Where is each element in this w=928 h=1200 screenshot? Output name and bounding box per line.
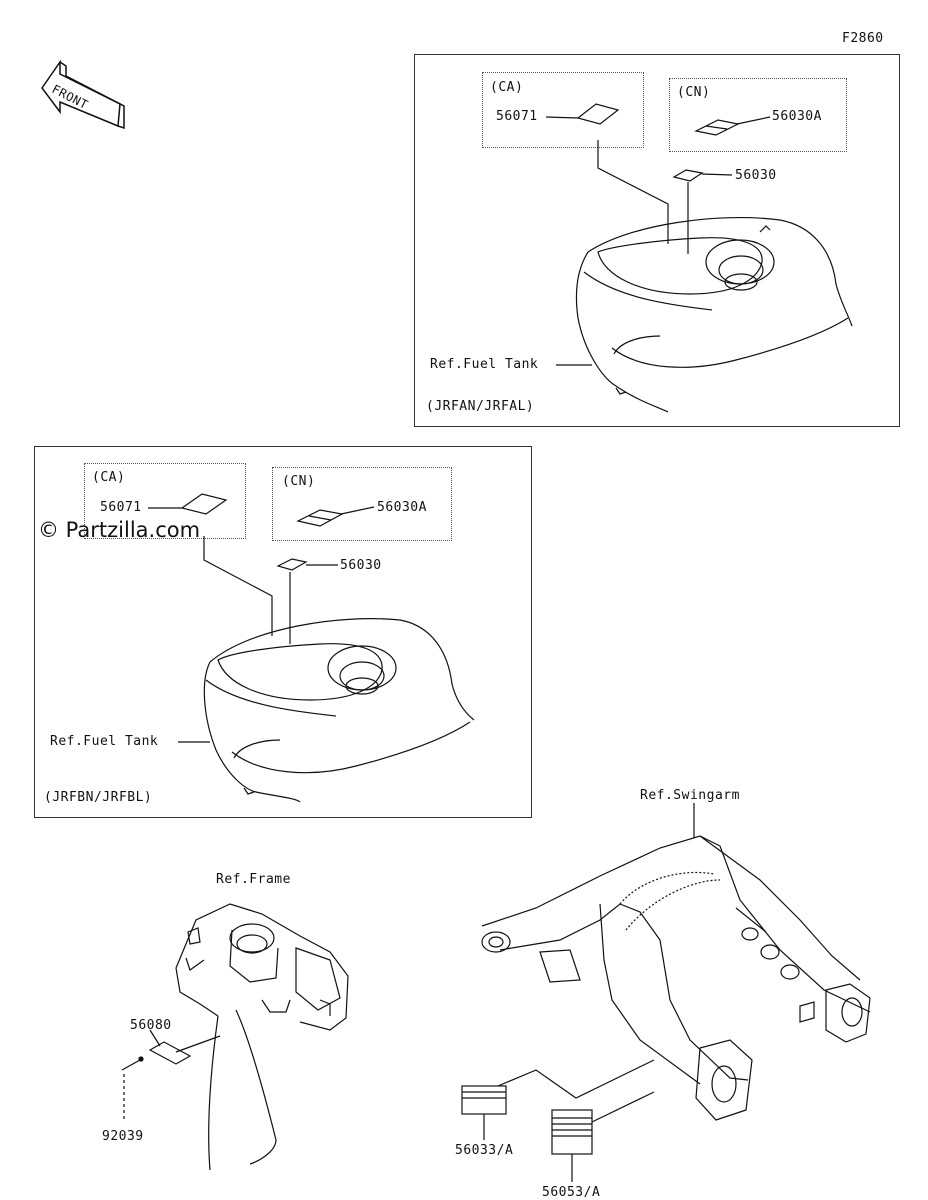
mid-part-56071: 56071 bbox=[100, 500, 142, 515]
mid-cn-label: (CN) bbox=[282, 474, 316, 489]
sticker-56033a-icon bbox=[461, 1059, 655, 1140]
swingarm-drawing bbox=[481, 835, 871, 1121]
mid-ref-fuel-tank: Ref.Fuel Tank bbox=[50, 734, 159, 749]
part-92039: 92039 bbox=[102, 1129, 144, 1144]
top-part-56030a: 56030A bbox=[772, 109, 822, 124]
top-cn-label: (CN) bbox=[677, 85, 711, 100]
top-ca-label: (CA) bbox=[490, 80, 524, 95]
ref-frame-label: Ref.Frame bbox=[216, 872, 291, 887]
front-label: FRONT bbox=[49, 82, 91, 113]
mid-model-code: (JRFBN/JRFBL) bbox=[44, 790, 153, 805]
mid-ca-label: (CA) bbox=[92, 470, 126, 485]
top-part-56071: 56071 bbox=[496, 109, 538, 124]
sticker-56053a-icon bbox=[551, 1091, 655, 1182]
mid-part-56030: 56030 bbox=[340, 558, 382, 573]
figure-code: F2860 bbox=[842, 31, 884, 46]
top-ref-fuel-tank: Ref.Fuel Tank bbox=[430, 357, 539, 372]
mid-cn-box bbox=[272, 467, 452, 541]
part-56080: 56080 bbox=[130, 1018, 172, 1033]
top-part-56030: 56030 bbox=[735, 168, 777, 183]
top-model-code: (JRFAN/JRFAL) bbox=[426, 399, 535, 414]
mid-part-56030a: 56030A bbox=[377, 500, 427, 515]
top-ca-box bbox=[482, 72, 644, 148]
ref-swingarm-label: Ref.Swingarm bbox=[640, 788, 740, 803]
partzilla-watermark: © Partzilla.com bbox=[38, 518, 201, 542]
panel-top-jrfan bbox=[414, 54, 900, 427]
top-cn-box bbox=[669, 78, 847, 152]
frame-sticker-56080-icon bbox=[148, 1029, 221, 1065]
frame-drawing bbox=[175, 903, 349, 1171]
part-56053a: 56053/A bbox=[542, 1185, 601, 1200]
mid-ca-box bbox=[84, 463, 246, 539]
rivet-92039-icon bbox=[121, 1056, 144, 1120]
panel-mid-jrfbn bbox=[34, 446, 532, 818]
part-56033a: 56033/A bbox=[455, 1143, 514, 1158]
